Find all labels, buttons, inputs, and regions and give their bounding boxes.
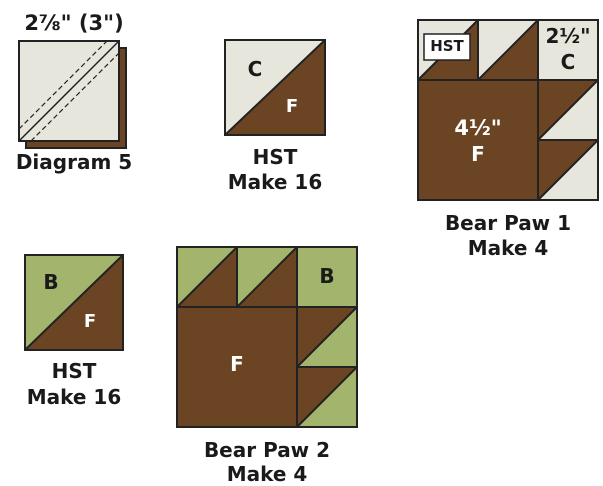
bp1-center-measure: 4½" (454, 116, 502, 140)
hst-bf-diagonal (24, 254, 124, 351)
bp2-center-square (177, 307, 297, 427)
bp1-caption-line2: Make 4 (467, 236, 549, 260)
diagram5-sew-line (18, 40, 108, 130)
hst-cf-block (224, 39, 326, 136)
bp1-corner-measure: 2½" (545, 24, 591, 48)
bp2-caption-line1: Bear Paw 2 (203, 438, 331, 462)
hst-bf-label-dark: F (83, 311, 97, 332)
bp2-seams (176, 246, 358, 428)
diagram5-square (18, 40, 127, 149)
bp2-caption-line2: Make 4 (226, 462, 308, 486)
diagram5-caption: Diagram 5 (15, 150, 133, 174)
hst-bf-label-light: B (43, 270, 59, 294)
bp1-center-square (418, 80, 538, 200)
bp1-corner-square (538, 20, 598, 80)
bp1-hst-tag: HST (430, 37, 464, 55)
diagram5-sew-line (30, 52, 120, 142)
hst-bf-caption-line1: HST (51, 359, 97, 383)
bp2-corner-fabric: B (319, 264, 335, 288)
bp2-corner-square (297, 247, 357, 307)
bear-paw-2-block (176, 246, 358, 428)
bp1-center-fabric: F (471, 142, 485, 166)
bear-paw-1-block (417, 19, 599, 201)
hst-cf-caption-line1: HST (252, 145, 298, 169)
diagram5-measure: 2⅞" (3") (24, 11, 124, 35)
bp1-hst-tag-box (423, 33, 471, 61)
hst-cf-caption-line2: Make 16 (227, 170, 323, 194)
bp1-corner-fabric: C (560, 50, 576, 74)
bp1-caption-line1: Bear Paw 1 (444, 211, 572, 235)
hst-cf-diagonal (224, 39, 326, 136)
hst-cf-label-dark: F (285, 96, 299, 117)
bp2-center-fabric: F (230, 352, 244, 376)
hst-bf-outline (24, 254, 124, 351)
hst-cf-outline (224, 39, 326, 136)
hst-bf-block (24, 254, 124, 351)
diagram5-cut-line (18, 40, 120, 142)
hst-cf-label-light: C (247, 57, 263, 81)
hst-bf-caption-line2: Make 16 (26, 385, 122, 409)
bp1-seams (417, 19, 599, 201)
